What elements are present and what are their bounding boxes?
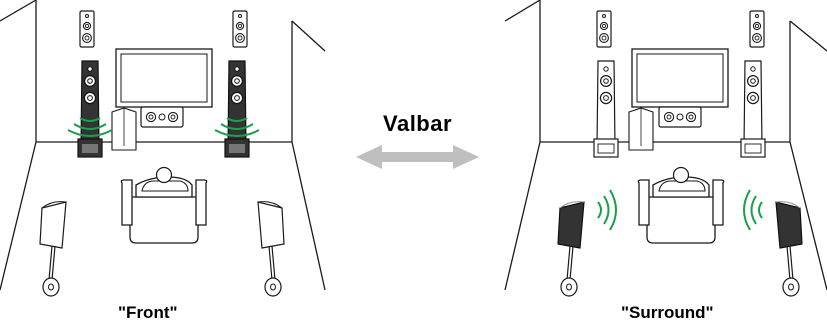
- surround-room-outline: [504, 0, 827, 291]
- surround-room: [504, 0, 827, 297]
- center-speaker-icon: [140, 106, 184, 128]
- sound-wave-icon: [597, 189, 763, 231]
- front-left-speaker-icon: [77, 60, 103, 158]
- center-label: Valbar: [383, 111, 453, 136]
- double-arrow-icon: [356, 145, 479, 169]
- sofa-icon: [637, 166, 725, 244]
- subwoofer-icon: [628, 107, 654, 151]
- front-left-speaker-icon: [593, 60, 619, 158]
- center-speaker-icon: [658, 106, 702, 128]
- top-right-speaker-icon: [232, 10, 248, 48]
- sofa-icon: [120, 166, 208, 244]
- top-left-speaker-icon: [79, 10, 95, 48]
- top-left-speaker-icon: [596, 10, 612, 48]
- surround-left-speaker-icon: [557, 201, 585, 297]
- surround-caption: "Surround": [621, 303, 714, 322]
- subwoofer-icon: [111, 107, 137, 151]
- front-right-speaker-icon: [740, 60, 766, 158]
- front-right-speaker-icon: [224, 60, 250, 158]
- surround-left-speaker-icon: [39, 201, 67, 297]
- front-room: [0, 0, 326, 297]
- surround-right-speaker-icon: [775, 201, 803, 297]
- top-right-speaker-icon: [749, 10, 765, 48]
- surround-right-speaker-icon: [257, 201, 285, 297]
- front-room-outline: [0, 0, 326, 291]
- front-caption: "Front": [118, 303, 178, 322]
- sound-wave-icon: [67, 117, 260, 137]
